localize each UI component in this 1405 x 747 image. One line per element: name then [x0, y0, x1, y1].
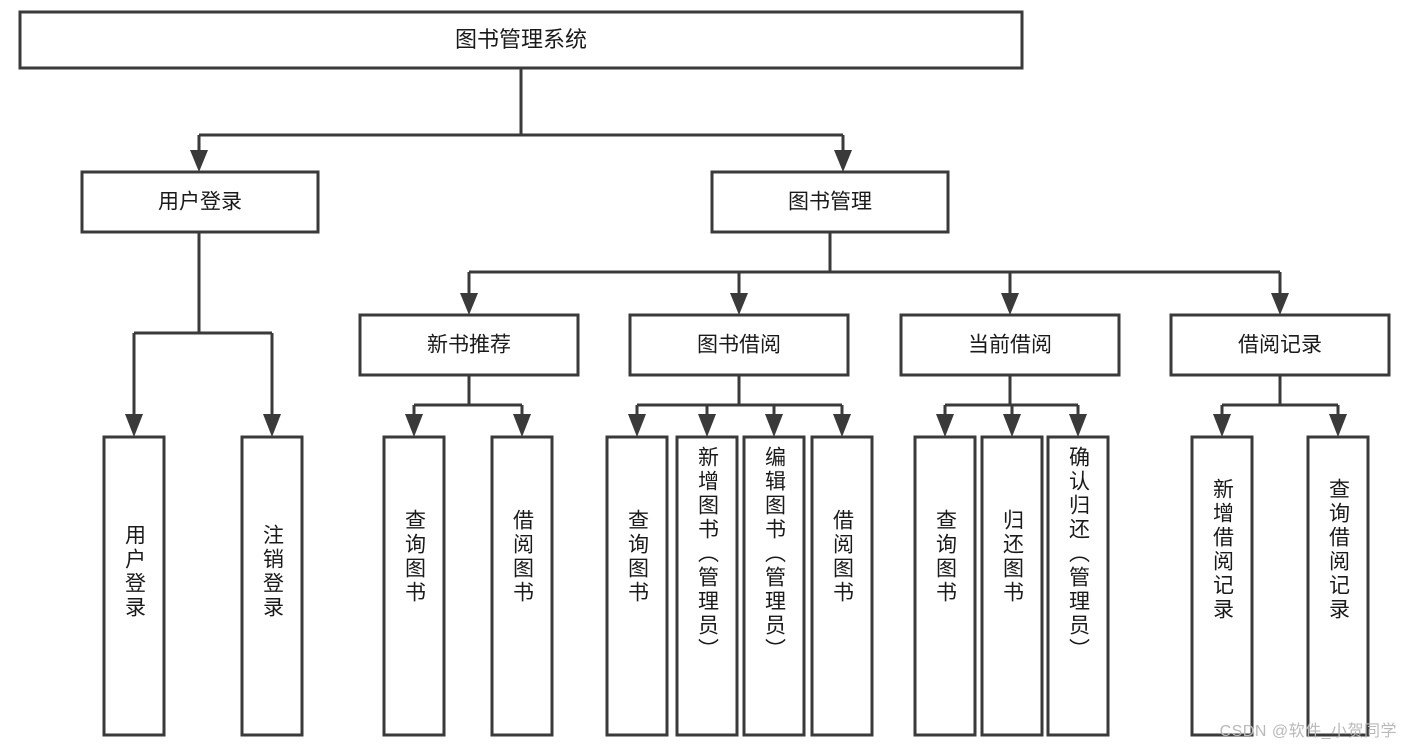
node-book-manage[interactable]: 图书管理 [710, 170, 950, 234]
arrowhead-book-borrow [730, 293, 748, 315]
arrowhead-leaf-confirm-return [1069, 414, 1087, 437]
node-new-book-recommend[interactable]: 新书推荐 [358, 313, 580, 377]
node-current-borrow-label: 当前借阅 [968, 334, 1052, 357]
node-leaf-user-logout-rect[interactable] [240, 435, 304, 737]
node-new-book-recommend-label: 新书推荐 [427, 334, 511, 357]
arrowhead-new-book-recommend [460, 293, 478, 315]
node-leaf-return-book-rect[interactable] [980, 435, 1044, 737]
node-leaf-query-book-1-rect[interactable] [382, 435, 446, 737]
arrowhead-user-login [190, 150, 208, 172]
node-book-manage-rect[interactable] [710, 170, 950, 234]
arrowhead-leaf-query-book-3 [936, 414, 954, 437]
node-borrow-record[interactable]: 借阅记录 [1169, 313, 1391, 377]
arrowhead-leaf-user-login [125, 414, 143, 437]
arrowhead-borrow-record [1271, 293, 1289, 315]
node-book-borrow[interactable]: 图书借阅 [628, 313, 850, 377]
connector-layer [125, 69, 1347, 437]
node-borrow-record-rect[interactable] [1169, 313, 1391, 377]
node-leaf-query-record-rect[interactable] [1306, 435, 1370, 737]
node-leaf-confirm-return-rect[interactable] [1046, 435, 1110, 737]
leaf-node-layer [102, 435, 1370, 737]
arrowhead-leaf-user-logout [263, 414, 281, 437]
node-root-label: 图书管理系统 [455, 27, 587, 52]
node-user-login-label: 用户登录 [158, 191, 242, 214]
node-current-borrow[interactable]: 当前借阅 [899, 313, 1121, 377]
csdn-watermark: CSDN @软件_小贺同学 [1219, 723, 1397, 740]
node-leaf-add-book-rect[interactable] [675, 435, 739, 737]
node-leaf-add-record-rect[interactable] [1190, 435, 1254, 737]
node-root-rect[interactable] [18, 10, 1024, 70]
node-layer: 图书管理系统 用户登录 图书管理 新书推荐 图书借阅 当前 [18, 10, 1391, 737]
node-current-borrow-rect[interactable] [899, 313, 1121, 377]
node-leaf-borrow-book-2-rect[interactable] [810, 435, 874, 737]
arrowhead-book-manage [834, 150, 852, 172]
arrowhead-leaf-borrow-book-2 [833, 414, 851, 437]
node-new-book-recommend-rect[interactable] [358, 313, 580, 377]
node-book-manage-label: 图书管理 [788, 191, 872, 214]
arrowhead-leaf-add-record [1213, 414, 1231, 437]
arrowhead-leaf-edit-book [765, 414, 783, 437]
node-user-login[interactable]: 用户登录 [80, 170, 320, 234]
node-leaf-user-login-rect[interactable] [102, 435, 166, 737]
node-leaf-query-book-2-rect[interactable] [605, 435, 669, 737]
arrowhead-leaf-borrow-book-1 [513, 414, 531, 437]
node-leaf-query-book-3-rect[interactable] [913, 435, 977, 737]
node-leaf-edit-book-rect[interactable] [742, 435, 806, 737]
node-borrow-record-label: 借阅记录 [1238, 334, 1322, 357]
arrowhead-leaf-query-record [1329, 414, 1347, 437]
arrowhead-leaf-query-book-2 [628, 414, 646, 437]
arrowhead-leaf-return-book [1003, 414, 1021, 437]
node-root[interactable]: 图书管理系统 [18, 10, 1024, 70]
node-user-login-rect[interactable] [80, 170, 320, 234]
node-book-borrow-label: 图书借阅 [697, 334, 781, 357]
node-leaf-borrow-book-1-rect[interactable] [490, 435, 554, 737]
arrowhead-current-borrow [1001, 293, 1019, 315]
arrowhead-leaf-add-book [698, 414, 716, 437]
arrowhead-leaf-query-book-1 [405, 414, 423, 437]
node-book-borrow-rect[interactable] [628, 313, 850, 377]
